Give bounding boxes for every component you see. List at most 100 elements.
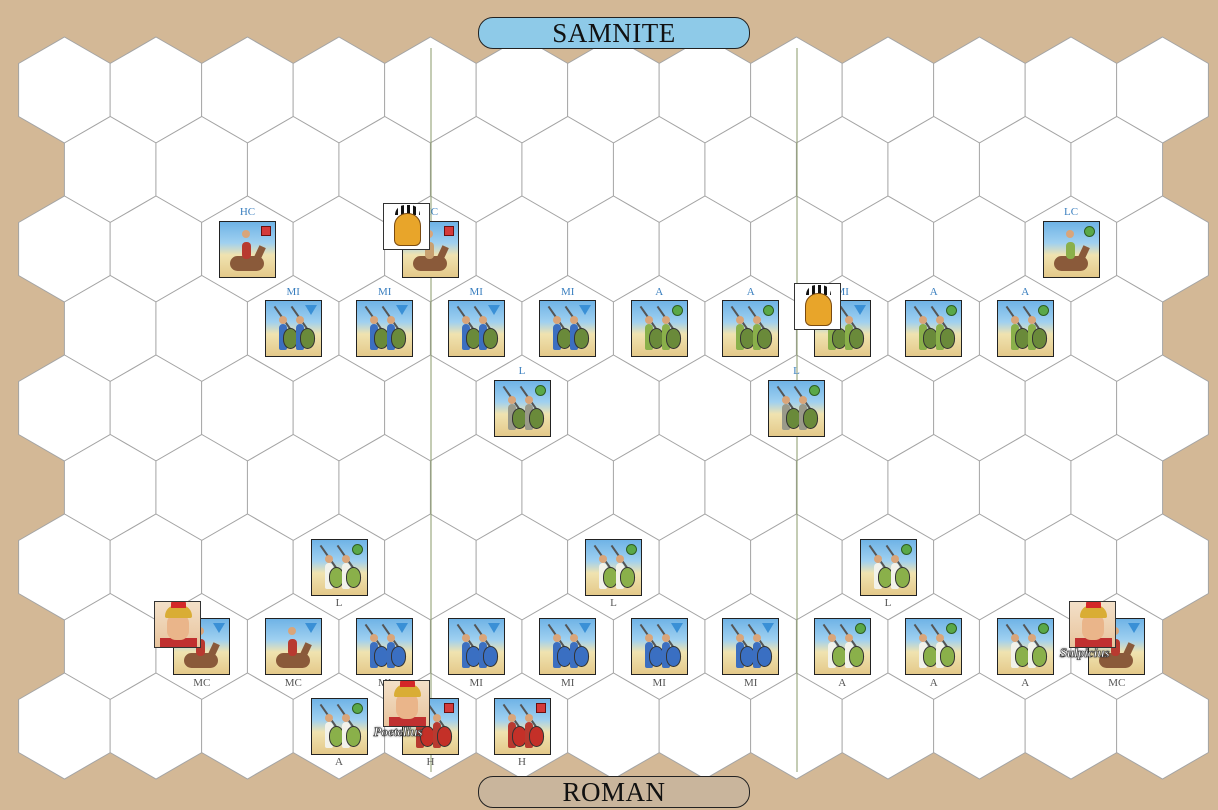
soldier-head	[525, 396, 533, 404]
shield	[803, 408, 818, 429]
roman-unit-l[interactable]	[311, 539, 368, 596]
roman-unit-a[interactable]	[814, 618, 871, 675]
shield	[620, 567, 635, 588]
blue-triangle-marker-icon	[762, 623, 774, 633]
samnite-unit-a[interactable]	[997, 300, 1054, 357]
samnite-unit-mi[interactable]	[539, 300, 596, 357]
samnite-unit-mi[interactable]	[448, 300, 505, 357]
roman-leader-portrait[interactable]	[154, 601, 201, 648]
soldier-head	[891, 555, 899, 563]
helmet-crest	[171, 601, 186, 608]
soldier-head	[479, 316, 487, 324]
roman-unit-a[interactable]	[311, 698, 368, 755]
soldier-head	[1028, 316, 1036, 324]
roman-unit-a[interactable]	[997, 618, 1054, 675]
rider-figure	[242, 242, 251, 259]
soldier-head	[325, 555, 333, 563]
helmet-crest	[400, 680, 415, 687]
soldier-head	[325, 714, 333, 722]
shield	[574, 646, 589, 667]
shield	[849, 328, 864, 349]
soldier-head	[296, 316, 304, 324]
blue-triangle-marker-icon	[305, 305, 317, 315]
soldier-head	[525, 714, 533, 722]
unit-code-label: L	[579, 597, 649, 609]
unit-code-label: HC	[213, 206, 283, 218]
unit-code-label: A	[624, 286, 694, 298]
soldier-head	[782, 396, 790, 404]
unit-code-label: MI	[441, 677, 511, 689]
roman-unit-mi[interactable]	[539, 618, 596, 675]
green-dot-marker-icon	[901, 544, 912, 555]
red-square-marker-icon	[444, 226, 454, 236]
shield	[300, 328, 315, 349]
soldier-head	[1011, 634, 1019, 642]
roman-unit-mi[interactable]	[722, 618, 779, 675]
roman-unit-l[interactable]	[860, 539, 917, 596]
roman-leader-portrait[interactable]	[1069, 601, 1116, 648]
horse-neck	[299, 642, 312, 659]
helmet-icon	[394, 213, 421, 246]
samnite-leader-portrait[interactable]	[383, 203, 430, 250]
roman-leader-portrait[interactable]	[383, 680, 430, 727]
roman-unit-mi[interactable]	[631, 618, 688, 675]
shield	[1032, 646, 1047, 667]
soldier-head	[1011, 316, 1019, 324]
unit-code-label: MC	[167, 677, 237, 689]
unit-code-label: H	[396, 756, 466, 768]
soldier-head	[479, 634, 487, 642]
unit-code-label: MI	[258, 286, 328, 298]
unit-code-label: L	[304, 597, 374, 609]
shield	[346, 567, 361, 588]
blue-triangle-marker-icon	[396, 305, 408, 315]
samnite-leader-portrait[interactable]	[794, 283, 841, 330]
blue-triangle-marker-icon	[579, 305, 591, 315]
green-dot-marker-icon	[1038, 623, 1049, 634]
rider-head	[1066, 230, 1074, 238]
unit-code-label: A	[304, 756, 374, 768]
green-dot-marker-icon	[809, 385, 820, 396]
samnite-unit-mi[interactable]	[356, 300, 413, 357]
roman-unit-mc[interactable]	[265, 618, 322, 675]
shield	[940, 646, 955, 667]
samnite-unit-mi[interactable]	[265, 300, 322, 357]
roman-side-banner: ROMAN	[478, 776, 750, 808]
samnite-unit-a[interactable]	[905, 300, 962, 357]
soldier-head	[645, 634, 653, 642]
red-square-marker-icon	[261, 226, 271, 236]
roman-unit-mi[interactable]	[356, 618, 413, 675]
soldier-head	[508, 714, 516, 722]
green-dot-marker-icon	[946, 623, 957, 634]
roman-unit-a[interactable]	[905, 618, 962, 675]
roman-unit-l[interactable]	[585, 539, 642, 596]
soldier-head	[874, 555, 882, 563]
green-dot-marker-icon	[855, 623, 866, 634]
shield	[895, 567, 910, 588]
samnite-unit-lc[interactable]	[1043, 221, 1100, 278]
roman-unit-h[interactable]	[494, 698, 551, 755]
unit-code-label: MI	[350, 286, 420, 298]
shield	[757, 328, 772, 349]
shield	[529, 408, 544, 429]
samnite-side-banner: SAMNITE	[478, 17, 750, 49]
unit-code-label: A	[990, 677, 1060, 689]
green-dot-marker-icon	[1084, 226, 1095, 237]
unit-code-label: L	[487, 365, 557, 377]
samnite-unit-l[interactable]	[768, 380, 825, 437]
shield	[1032, 328, 1047, 349]
samnite-unit-a[interactable]	[722, 300, 779, 357]
samnite-unit-a[interactable]	[631, 300, 688, 357]
soldier-head	[462, 634, 470, 642]
shield	[483, 328, 498, 349]
unit-code-label: A	[807, 677, 877, 689]
helmet-crest	[1086, 601, 1101, 608]
green-dot-marker-icon	[1038, 305, 1049, 316]
leader-name-label: Poetelius	[374, 724, 423, 740]
red-square-marker-icon	[536, 703, 546, 713]
blue-triangle-marker-icon	[305, 623, 317, 633]
roman-unit-mi[interactable]	[448, 618, 505, 675]
rider-head	[242, 230, 250, 238]
samnite-unit-l[interactable]	[494, 380, 551, 437]
samnite-unit-hc[interactable]	[219, 221, 276, 278]
